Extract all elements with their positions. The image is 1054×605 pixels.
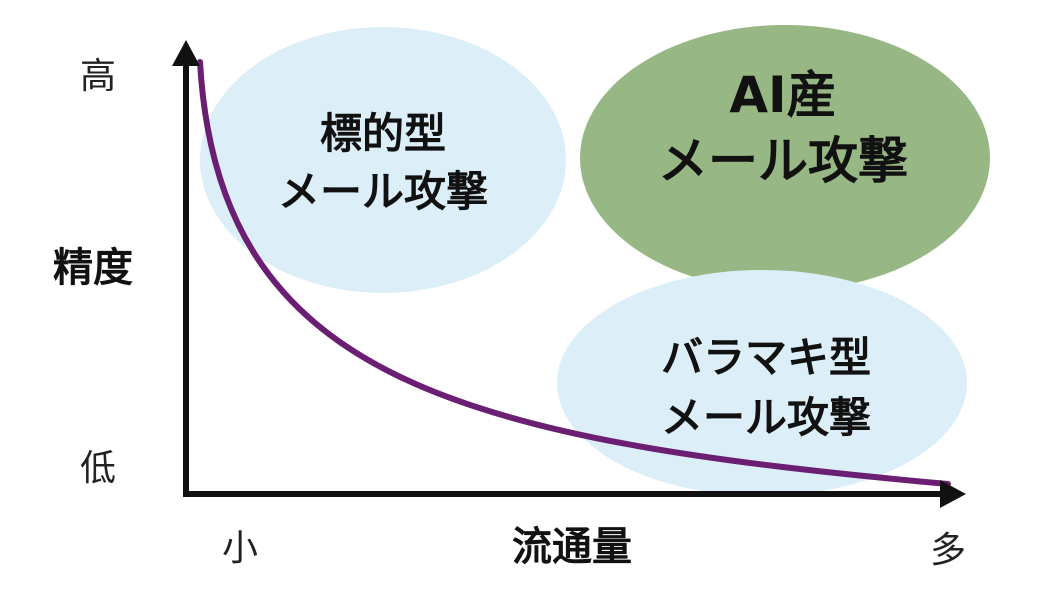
ai-label-line1: AI産 <box>729 66 836 124</box>
y-axis-title: 精度 <box>53 245 133 291</box>
bulk-label-line2: メール攻撃 <box>661 393 871 442</box>
bulk-label-line1: バラマキ型 <box>661 333 871 382</box>
tradeoff-curve <box>197 59 951 487</box>
y-axis-low-label: 低 <box>80 448 116 489</box>
x-axis-large-label: 多 <box>930 530 966 571</box>
y-axis-arrow-icon <box>172 40 200 66</box>
ai-label-line2: メール攻撃 <box>658 132 908 190</box>
targeted-label-line2: メール攻撃 <box>278 167 488 216</box>
x-axis-small-label: 小 <box>222 528 258 569</box>
ai-attack-region <box>580 25 990 291</box>
bulk-attack-region <box>557 270 967 496</box>
targeted-label-line1: 標的型 <box>320 109 446 158</box>
x-axis-arrow-icon <box>940 480 966 508</box>
x-axis-title: 流通量 <box>512 524 632 570</box>
targeted-attack-region <box>200 27 566 293</box>
y-axis-high-label: 高 <box>80 56 116 97</box>
